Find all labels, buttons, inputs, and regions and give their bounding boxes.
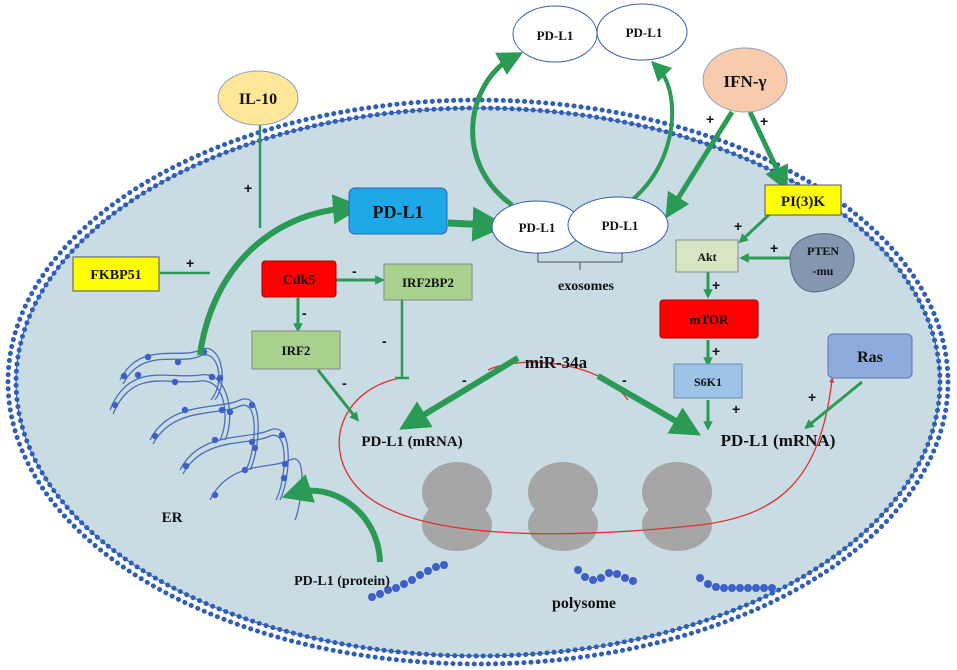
- s6k1-box: [673, 363, 743, 399]
- pten-label-line1: PTEN: [807, 244, 839, 258]
- sign-mir-right: -: [622, 372, 627, 388]
- arrow-exo-to-top-left: [470, 52, 524, 208]
- pten-node: [789, 233, 855, 293]
- ribosomes: [422, 462, 712, 551]
- mtor-box: [659, 299, 759, 339]
- akt-box: [675, 239, 739, 273]
- arrow-ras-to-mrna: [804, 380, 863, 430]
- pdl1-membrane-box: [348, 187, 448, 235]
- ras-box: [827, 333, 913, 379]
- sign-fkbp51: +: [186, 255, 194, 271]
- mtor-label: mTOR: [690, 312, 729, 327]
- pdl1-exo-left-label: PD-L1: [519, 220, 556, 235]
- sign-mir-left: -: [462, 372, 467, 388]
- akt-label: Akt: [697, 250, 716, 264]
- exosomes-label: exosomes: [558, 279, 615, 294]
- polysome-label: polysome: [552, 595, 616, 612]
- pdl1-exo-right-oval: [567, 196, 669, 254]
- arrow-ifng-to-pi3k: [747, 110, 788, 192]
- mrna-right-label: PD-L1 (mRNA): [721, 431, 836, 450]
- sign-cdk5-irf2: -: [302, 305, 307, 321]
- sign-akt-mtor: +: [712, 277, 720, 293]
- er-label: ER: [162, 510, 183, 526]
- sign-irf2bp2: -: [382, 333, 387, 349]
- ifng-node: [702, 47, 788, 113]
- exosomes-brace: [537, 253, 623, 270]
- cell-membrane-outer: [5, 97, 951, 667]
- fkbp51-box: [72, 256, 160, 292]
- sign-pi3k-akt: +: [734, 218, 742, 234]
- pdl1-exo-right-label: PD-L1: [602, 218, 639, 233]
- mrna-left-label: PD-L1 (mRNA): [361, 434, 462, 450]
- sign-ifng-exo: +: [706, 111, 714, 127]
- sign-s6k1-mrna: +: [732, 401, 740, 417]
- sign-pten-akt: +: [770, 240, 778, 256]
- arrow-exo-to-top-right: [630, 60, 675, 202]
- cdk5-box: [261, 260, 337, 298]
- arrow-protein-to-er: [281, 474, 383, 563]
- pi3k-label: PI(3)K: [781, 194, 825, 210]
- sign-il10: +: [244, 180, 252, 196]
- arrow-irf2-to-mrna: [316, 369, 359, 422]
- irf2bp2-box: [383, 263, 473, 301]
- polypeptide-chains: [368, 561, 776, 601]
- pten-label-line2: -mu: [813, 264, 834, 278]
- mrna-strand: [338, 377, 835, 535]
- sign-mtor-s6k1: +: [712, 343, 720, 359]
- il10-label: IL-10: [239, 91, 277, 108]
- protein-label: PD-L1 (protein): [294, 574, 390, 589]
- irf2bp2-label: IRF2BP2: [402, 275, 454, 290]
- pdl1-top-right-oval: [596, 3, 688, 61]
- pdl1-top-right-label: PD-L1: [626, 25, 663, 40]
- irf2-label: IRF2: [282, 343, 311, 358]
- arrow-mir34a-to-mrna-right: [596, 373, 701, 436]
- sign-ras-mrna: +: [808, 389, 816, 405]
- pdl1-membrane-label: PD-L1: [373, 202, 424, 222]
- s6k1-label: S6K1: [694, 375, 722, 389]
- ras-label: Ras: [857, 349, 883, 366]
- il10-node: [217, 70, 299, 126]
- fkbp51-label: FKBP51: [90, 268, 141, 283]
- arrow-ifng-to-exosomes: [665, 110, 735, 219]
- irf2-box: [251, 330, 341, 370]
- arrows: [160, 52, 863, 563]
- ifng-label: IFN-γ: [724, 72, 767, 91]
- cdk5-label: Cdk5: [283, 273, 316, 288]
- arrow-pi3k-to-akt: [738, 210, 774, 244]
- arrow-pdl1-to-exosomes: [447, 206, 508, 242]
- arrow-er-to-pdl1: [197, 194, 363, 356]
- sign-irf2: -: [342, 375, 347, 391]
- pdl1-top-left-label: PD-L1: [537, 28, 574, 43]
- pi3k-box: [764, 184, 842, 216]
- sign-ifng-pi3k: +: [760, 113, 768, 129]
- arrow-mir34a-to-mrna-left: [399, 355, 520, 430]
- sign-cdk5-irf2bp2: -: [352, 263, 357, 279]
- mir34a-label: miR-34a: [525, 353, 588, 372]
